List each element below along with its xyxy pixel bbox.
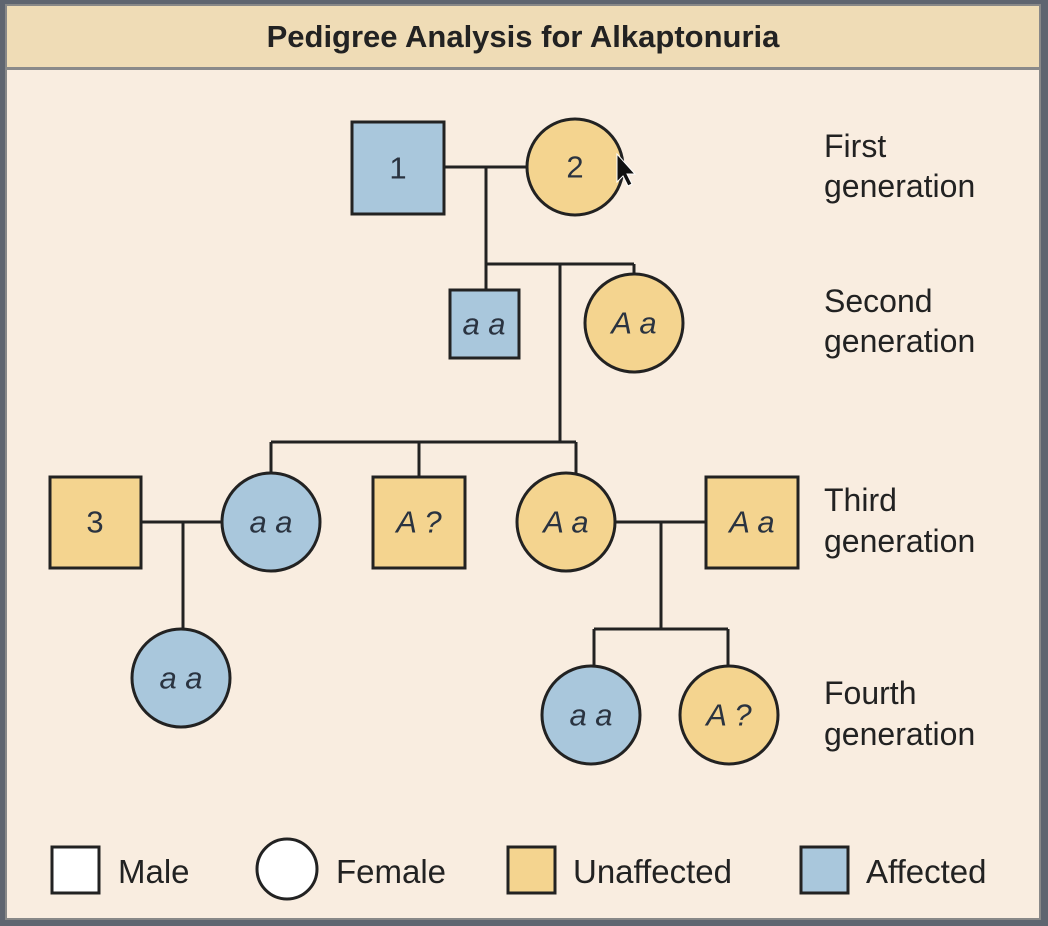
gen2-label-line2: generation (824, 323, 975, 359)
genotype-label: a a (249, 505, 292, 540)
g3-male-Aq: A ? (371, 475, 467, 570)
g3-male-Aa: A a (704, 475, 800, 570)
individual-2-female: 2 (525, 117, 625, 217)
g2-male-aa: a a (448, 288, 521, 360)
genotype-label: a a (569, 698, 612, 733)
individual-1-male: 1 (350, 120, 446, 216)
genotype-label: A a (609, 306, 656, 341)
legend-female-label: Female (336, 853, 446, 890)
genotype-label: A a (541, 505, 588, 540)
genotype-label: A ? (394, 505, 442, 540)
diagram-title: Pedigree Analysis for Alkaptonuria (266, 18, 780, 54)
g3-female-Aa: A a (515, 471, 617, 573)
legend-male-label: Male (118, 853, 190, 890)
genotype-label: a a (462, 307, 505, 342)
diagram-panel (5, 4, 1041, 920)
individual-3-male: 3 (48, 475, 143, 570)
g4-left-female-aa: a a (130, 627, 232, 729)
individual-label: 1 (389, 151, 406, 186)
mouse-cursor-icon (616, 152, 637, 187)
individual-label: 3 (86, 505, 103, 540)
generation-labels: First generation Second generation Third… (824, 128, 975, 752)
legend-male-icon (50, 845, 101, 895)
g2-female-Aa: A a (583, 272, 685, 374)
legend-female-icon (255, 837, 319, 901)
individual-label: 2 (566, 150, 583, 185)
title-bar: Pedigree Analysis for Alkaptonuria (5, 4, 1041, 70)
genotype-label: A ? (704, 698, 752, 733)
legend-unaffected-label: Unaffected (573, 853, 732, 890)
gen1-label-line2: generation (824, 168, 975, 204)
gen3-label-line1: Third (824, 482, 897, 518)
gen4-label-line2: generation (824, 716, 975, 752)
genotype-label: A a (727, 505, 774, 540)
legend-unaffected-icon (506, 845, 557, 895)
gen4-label-line1: Fourth (824, 675, 916, 711)
pedigree-lines (141, 165, 730, 666)
genotype-label: a a (159, 661, 202, 696)
gen2-label-line1: Second (824, 283, 933, 319)
g3-female-aa: a a (220, 471, 322, 573)
gen3-label-line2: generation (824, 523, 975, 559)
g4-right-female-Aq: A ? (678, 664, 780, 766)
gen1-label-line1: First (824, 128, 886, 164)
g4-right-female-aa: a a (540, 664, 642, 766)
legend-affected-icon (799, 845, 850, 895)
legend: Male Female Unaffected Affected (50, 837, 986, 901)
legend-affected-label: Affected (866, 853, 986, 890)
